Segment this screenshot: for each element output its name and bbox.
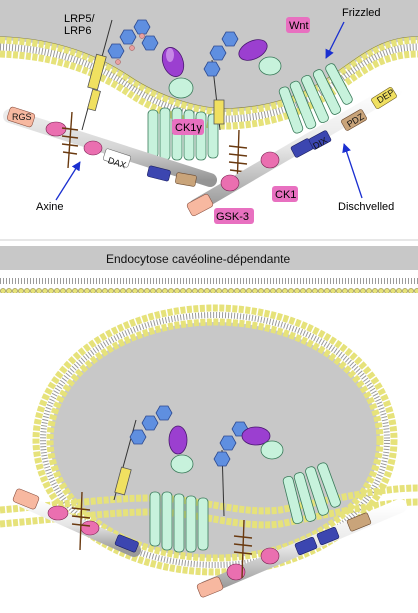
hexagon-icon xyxy=(213,451,231,467)
ck1-label: CK1 xyxy=(275,189,296,201)
hexagon-icon xyxy=(221,31,239,47)
flat-membrane-outer xyxy=(0,270,418,276)
hexagon-icon xyxy=(119,29,137,45)
hexagon-icon xyxy=(209,45,227,61)
vesicle-frizzled-left xyxy=(149,491,209,553)
wnt-ligand-right xyxy=(238,39,282,76)
hexagon-icon xyxy=(141,35,159,51)
dischvelled-arrow xyxy=(342,143,363,199)
hexagon-icon xyxy=(107,43,125,59)
vesicle-lrp-left xyxy=(113,405,194,501)
hexagon-icon xyxy=(141,415,159,431)
ck1gamma-label-badge xyxy=(172,119,204,135)
wnt-label: Wnt xyxy=(289,20,309,32)
axine-label: Axine xyxy=(36,201,64,213)
membrane-inner xyxy=(0,50,418,130)
frizzled-receptor-right xyxy=(278,63,353,134)
lrp-receptor-middle xyxy=(203,31,239,131)
vesicle-frizzled-right xyxy=(282,462,341,525)
gsk3-label-badge xyxy=(214,208,254,224)
wnt-label-badge xyxy=(286,17,310,33)
vesicle-axin-scaffold xyxy=(12,488,141,557)
frizzled-arrow xyxy=(325,21,345,59)
axine-arrow xyxy=(55,161,81,201)
hexagon-icon xyxy=(203,61,221,77)
lrp-label-line2: LRP6 xyxy=(64,25,92,37)
lrp-receptor xyxy=(81,19,159,131)
hexagon-icon xyxy=(155,405,173,421)
dishevelled-scaffold xyxy=(186,83,402,217)
membrane-outer xyxy=(0,36,418,116)
gsk3-label: GSK-3 xyxy=(216,211,249,223)
hexagon-icon xyxy=(133,19,151,35)
bottom-panel: Endocytose cavéoline-dépendante xyxy=(0,246,418,598)
vesicle-lrp-right xyxy=(213,421,284,517)
ck1-label-badge xyxy=(272,186,298,202)
dischvelled-label: Dischvelled xyxy=(338,201,394,213)
top-panel: RGS DAX DIX PDZ DEP LRP5/ LRP6 Wnt Frizz… xyxy=(0,0,418,224)
hexagon-icon xyxy=(219,435,237,451)
flat-membrane-inner xyxy=(0,287,418,293)
ck1gamma-label: CK1γ xyxy=(175,122,202,134)
hexagon-icon xyxy=(129,429,147,445)
axin-scaffold xyxy=(3,106,217,187)
vesicle-dishevelled-scaffold xyxy=(196,499,407,598)
section-header-bg xyxy=(0,246,418,270)
section-header: Endocytose cavéoline-dépendante xyxy=(106,252,290,266)
frizzled-label: Frizzled xyxy=(342,7,381,19)
lrp-label-line1: LRP5/ xyxy=(64,13,96,25)
rgs-domain-label: RGS xyxy=(12,112,32,122)
lrp-tail-left xyxy=(61,111,79,169)
wnt-ligand-left xyxy=(161,47,194,99)
